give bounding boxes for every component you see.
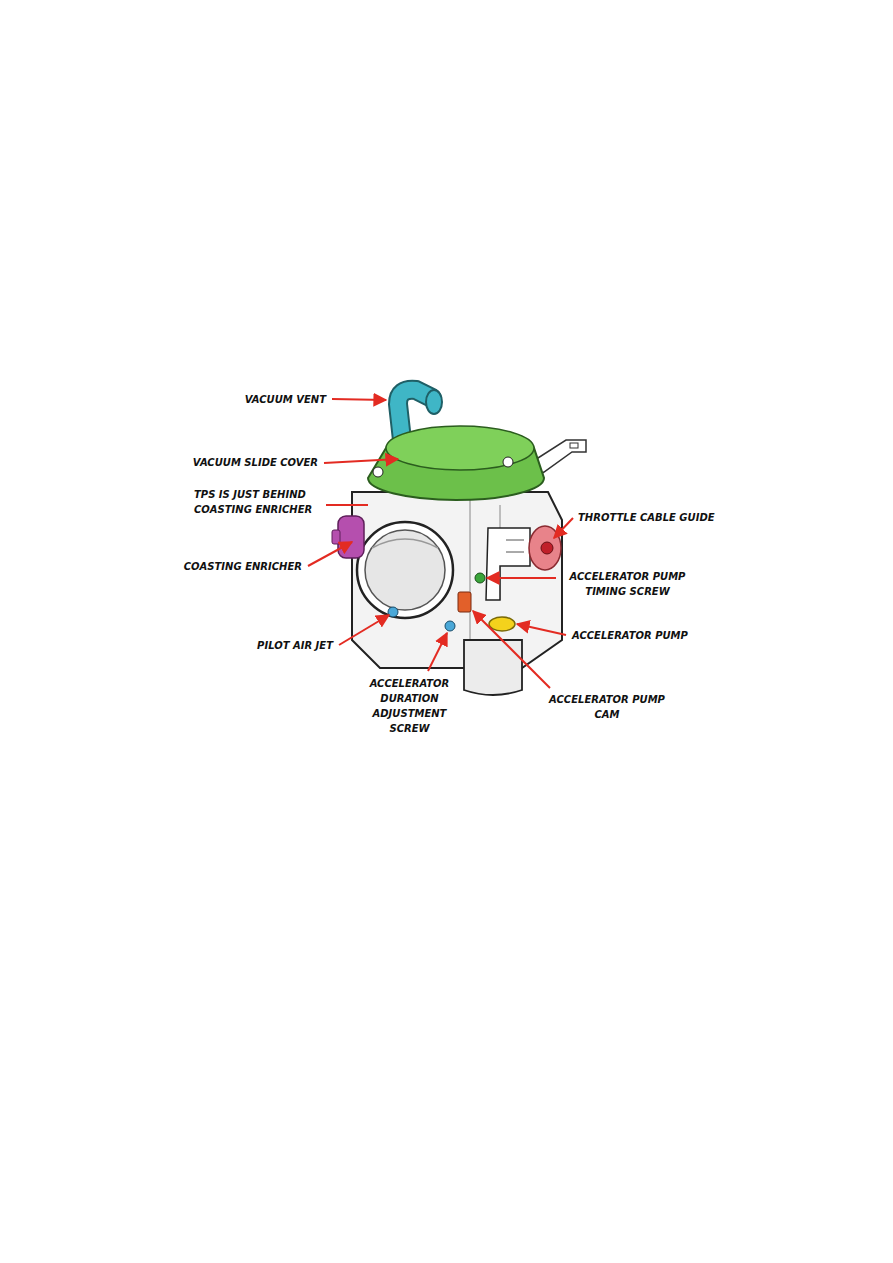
cover-screw — [503, 457, 513, 467]
throttle-cable-guide — [541, 542, 553, 554]
timing-screw — [475, 573, 485, 583]
throttle-cable-guide — [529, 526, 561, 570]
accelerator-pump — [489, 617, 515, 631]
part-label: THROTTLE CABLE GUIDE — [578, 510, 715, 525]
part-label: TPS IS JUST BEHIND COASTING ENRICHER — [194, 487, 319, 517]
coasting-enricher — [332, 530, 340, 544]
throttle-linkage — [486, 528, 530, 600]
bracket-slot — [570, 443, 578, 448]
leader-arrow — [554, 518, 573, 538]
cover-screw — [373, 467, 383, 477]
part-label: ACCELERATOR PUMP TIMING SCREW — [560, 569, 695, 599]
part-label: VACUUM VENT — [245, 392, 326, 407]
carburetor-body — [352, 492, 562, 668]
linkage-spring — [506, 540, 524, 552]
intake-bore — [365, 530, 445, 610]
pilot-air-jet — [388, 607, 398, 617]
leader-line — [326, 504, 368, 506]
leader-arrow — [308, 542, 352, 566]
pump-cam — [458, 592, 471, 612]
part-label: ACCELERATOR DURATION ADJUSTMENT SCREW — [362, 676, 457, 736]
part-label: VACUUM SLIDE COVER — [193, 455, 318, 470]
bore-shading — [372, 539, 438, 548]
part-label: ACCELERATOR PUMP — [572, 628, 688, 643]
float-bowl — [464, 640, 522, 695]
duration-screw — [445, 621, 455, 631]
leader-arrow — [332, 399, 386, 400]
leader-arrow — [324, 459, 398, 463]
leader-arrow — [517, 624, 566, 635]
part-label: ACCELERATOR PUMP CAM — [543, 692, 671, 722]
leader-arrow — [339, 615, 389, 645]
leader-arrow — [473, 611, 550, 688]
leader-arrow — [428, 633, 447, 671]
part-label: COASTING ENRICHER — [184, 559, 302, 574]
intake-bore — [357, 522, 453, 618]
vacuum-vent — [426, 390, 442, 414]
coasting-enricher — [338, 516, 364, 558]
vacuum-slide-cover — [386, 426, 534, 470]
leader-lines — [308, 399, 573, 688]
part-label: PILOT AIR JET — [257, 638, 333, 653]
leader-arrow — [487, 577, 556, 579]
